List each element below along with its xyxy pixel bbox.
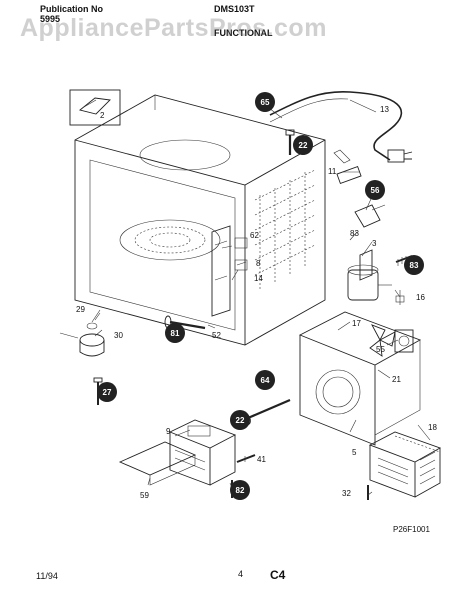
footer-page: 4 xyxy=(238,569,244,579)
model-number: DMS103T xyxy=(214,4,255,14)
callout-29: 29 xyxy=(76,305,85,314)
svg-text:83: 83 xyxy=(410,261,419,270)
fan-motor-assembly xyxy=(298,311,422,446)
callout-83-right: 83 xyxy=(404,255,424,275)
thermostat xyxy=(79,322,105,357)
inset-part-2 xyxy=(69,89,121,126)
callout-30: 30 xyxy=(114,331,123,340)
callout-9: 9 xyxy=(166,427,171,436)
callout-14: 14 xyxy=(254,274,263,283)
watermark: AppliancePartsPros.com xyxy=(20,14,327,42)
screw-22-upper xyxy=(285,129,295,155)
callout-5: 5 xyxy=(352,448,357,457)
callout-17: 17 xyxy=(352,319,361,328)
footer-code: C4 xyxy=(270,568,286,582)
fuse-holder-part xyxy=(333,149,362,185)
screw-41 xyxy=(236,454,256,463)
svg-text:22: 22 xyxy=(299,141,308,150)
callout-32: 32 xyxy=(342,489,351,498)
svg-text:81: 81 xyxy=(171,329,180,338)
callout-13: 13 xyxy=(380,105,389,114)
capacitor xyxy=(347,264,392,301)
interlock-switch xyxy=(354,204,386,228)
magnetron xyxy=(168,419,237,486)
callout-59: 59 xyxy=(140,491,149,500)
latch-assembly xyxy=(211,225,248,317)
svg-text:22: 22 xyxy=(236,416,245,425)
power-cord xyxy=(269,90,413,163)
callout-3: 3 xyxy=(372,239,377,248)
transformer xyxy=(368,431,442,498)
callout-21: 21 xyxy=(392,375,401,384)
section-title: FUNCTIONAL xyxy=(214,28,273,38)
callout-62: 62 xyxy=(250,231,259,240)
svg-text:65: 65 xyxy=(261,98,270,107)
callout-8: 8 xyxy=(256,259,261,268)
diode xyxy=(395,290,405,305)
callout-18: 18 xyxy=(428,423,437,432)
callout-83-left: 83 xyxy=(350,229,359,238)
svg-text:64: 64 xyxy=(261,376,270,385)
callout-65: 65 xyxy=(255,92,275,112)
callout-55: 55 xyxy=(376,345,385,354)
figure-id: P26F1001 xyxy=(393,525,430,534)
callout-22-upper: 22 xyxy=(293,135,313,155)
callout-22-lower: 22 xyxy=(230,410,250,430)
svg-text:56: 56 xyxy=(371,186,380,195)
publication-label: Publication No xyxy=(40,4,103,14)
callout-16: 16 xyxy=(416,293,425,302)
callout-81: 81 xyxy=(165,323,185,343)
callout-52: 52 xyxy=(212,331,221,340)
footer-date: 11/94 xyxy=(36,571,58,581)
publication-number: 5995 xyxy=(40,14,61,24)
callout-82: 82 xyxy=(230,480,250,500)
callout-2: 2 xyxy=(100,111,105,120)
callout-41: 41 xyxy=(257,455,266,464)
svg-text:82: 82 xyxy=(236,486,245,495)
callout-64: 64 xyxy=(255,370,275,390)
switch-bracket xyxy=(359,249,373,281)
magnetron-bracket xyxy=(118,441,197,486)
callout-11: 11 xyxy=(328,167,337,176)
svg-text:27: 27 xyxy=(103,388,112,397)
cabinet-frame xyxy=(74,94,326,346)
callout-27: 27 xyxy=(97,382,117,402)
callout-56: 56 xyxy=(365,180,385,200)
